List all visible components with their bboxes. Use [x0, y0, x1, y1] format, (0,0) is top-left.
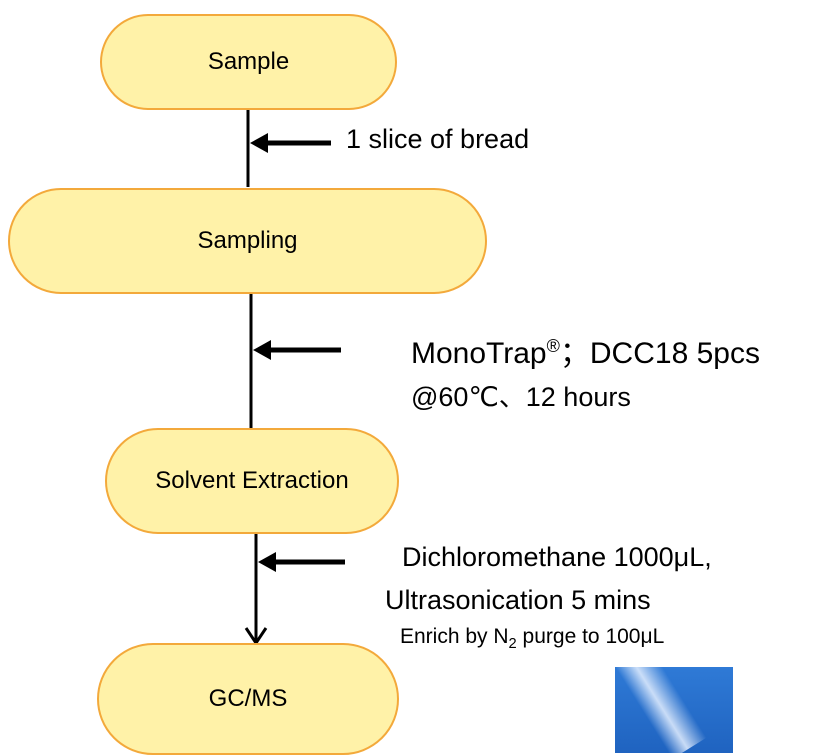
- annotation-sonication: Ultrasonication 5 mins: [385, 585, 651, 616]
- blue-image-fragment: [615, 667, 733, 753]
- annotation-solvent-text: Dichloromethane 1000μL,: [402, 542, 712, 572]
- highlight-stripe: [615, 667, 707, 753]
- node-gcms: GC/MS: [97, 643, 399, 755]
- annotation-sonication-text: Ultrasonication 5 mins: [385, 585, 651, 615]
- registered-mark: ®: [546, 336, 560, 356]
- node-sample: Sample: [100, 14, 397, 110]
- node-sampling-label: Sampling: [197, 227, 298, 254]
- input-arrowhead-1: [250, 133, 268, 153]
- annotation-monotrap-detail: ；DCC18 5pcs: [559, 337, 760, 370]
- annotation-enrich-b: purge to 100μL: [516, 625, 665, 648]
- annotation-bread-text: 1 slice of bread: [346, 124, 530, 154]
- node-gcms-label: GC/MS: [208, 685, 288, 712]
- annotation-enrich: Enrich by N2 purge to 100μL: [400, 625, 665, 653]
- annotation-enrich-a: Enrich by N: [400, 625, 509, 648]
- node-sample-label: Sample: [207, 48, 290, 75]
- input-arrowhead-2: [253, 340, 271, 360]
- annotation-bread: 1 slice of bread: [346, 124, 529, 155]
- node-solvent-extraction: Solvent Extraction: [105, 428, 399, 534]
- annotation-enrich-sub: 2: [508, 636, 517, 653]
- node-sampling: Sampling: [8, 188, 487, 294]
- annotation-solvent: Dichloromethane 1000μL,: [402, 542, 712, 573]
- node-solvent-extraction-label: Solvent Extraction: [155, 467, 349, 494]
- annotation-conditions: @60℃、12 hours: [411, 375, 631, 414]
- annotation-monotrap: MonoTrap®；DCC18 5pcs: [411, 328, 760, 372]
- annotation-conditions-text: @60℃、12 hours: [411, 382, 631, 412]
- annotation-monotrap-name: MonoTrap: [411, 337, 547, 370]
- input-arrowhead-3: [258, 552, 276, 572]
